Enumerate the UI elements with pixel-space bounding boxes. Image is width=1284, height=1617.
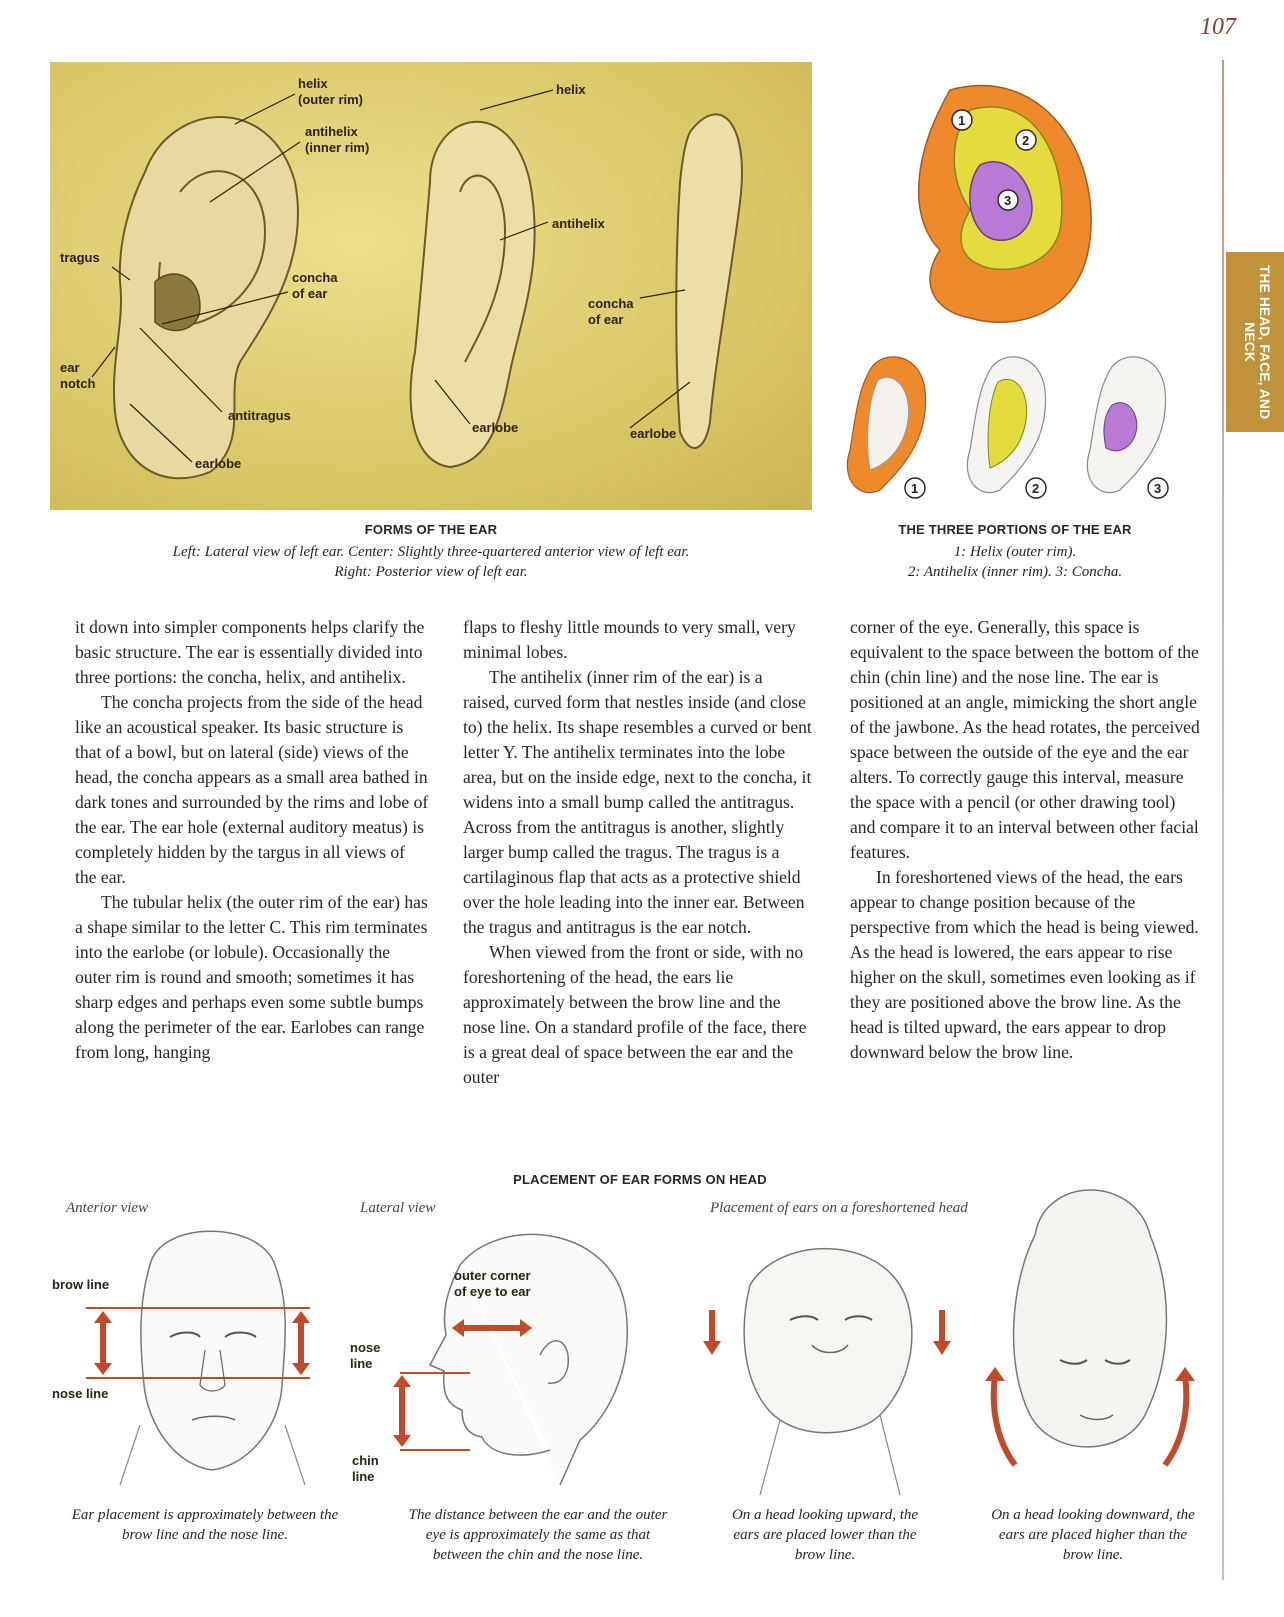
section-tab: THE HEAD, FACE, AND NECK xyxy=(1226,252,1284,432)
text-column-1: it down into simpler components helps cl… xyxy=(75,615,430,1065)
downward-head-drawing xyxy=(985,1189,1195,1467)
ear-forms-illustration: helix (outer rim) antihelix (inner rim) … xyxy=(50,62,812,510)
large-ear-badge-1 xyxy=(951,109,973,131)
label-brow-line: brow line xyxy=(52,1277,110,1292)
small-ear-badge-3 xyxy=(1147,477,1169,499)
label-tragus: tragus xyxy=(60,250,100,265)
col2-paragraph-3: When viewed from the front or side, with… xyxy=(463,942,807,1087)
label-nose-line: nose line xyxy=(52,1386,109,1401)
col3-paragraph-1: corner of the eye. Generally, this space… xyxy=(850,617,1200,862)
large-ear-badge-2 xyxy=(1015,129,1037,151)
large-ear-number-1: 1 xyxy=(958,113,965,128)
label-helix-center: helix xyxy=(556,82,586,97)
margin-rule xyxy=(1222,60,1224,1580)
label-outer-corner: outer corner of eye to ear xyxy=(454,1268,531,1299)
label-antitragus: antitragus xyxy=(228,408,291,423)
small-ear-1 xyxy=(846,356,927,494)
text-column-3: corner of the eye. Generally, this space… xyxy=(850,615,1202,1065)
label-earlobe-center: earlobe xyxy=(472,420,519,435)
label-concha-left: concha of ear xyxy=(292,270,338,301)
right-ear-outline xyxy=(675,113,743,449)
portions-figure-caption-1: 1: Helix (outer rim). xyxy=(953,544,1077,560)
text-column-2: flaps to fleshy little mounds to very sm… xyxy=(463,615,813,1090)
small-ear-badge-1 xyxy=(904,477,926,499)
large-ear-badge-3 xyxy=(997,189,1019,211)
label-antihelix-center: antihelix xyxy=(552,216,605,231)
portions-figure-title: THE THREE PORTIONS OF THE EAR xyxy=(898,522,1132,537)
anterior-head-drawing xyxy=(86,1230,310,1486)
col3-paragraph-2: In foreshortened views of the head, the … xyxy=(850,867,1199,1062)
anterior-head-outline xyxy=(140,1230,286,1471)
large-ear-number-3: 3 xyxy=(1004,193,1011,208)
caption-lateral: The distance between the ear and the out… xyxy=(408,1507,668,1563)
small-ear-number-3: 3 xyxy=(1154,481,1161,496)
placement-figure-title: PLACEMENT OF EAR FORMS ON HEAD xyxy=(513,1172,767,1187)
upward-head-outline xyxy=(743,1247,913,1434)
small-ear-2 xyxy=(966,356,1047,494)
lateral-head-drawing xyxy=(393,1233,628,1486)
center-ear-inner xyxy=(459,174,507,363)
small-ear-3 xyxy=(1086,356,1167,494)
label-earlobe-left: earlobe xyxy=(195,456,242,471)
label-helix-outer-rim: helix (outer rim) xyxy=(298,76,363,107)
lateral-arrows xyxy=(393,1319,532,1447)
col1-paragraph-1: it down into simpler components helps cl… xyxy=(75,617,425,687)
center-ear-outline xyxy=(409,121,536,469)
downward-head-outline xyxy=(1012,1189,1168,1448)
forms-figure-caption-2: Right: Posterior view of left ear. xyxy=(334,564,528,580)
col2-paragraph-2: The antihelix (inner rim of the ear) is … xyxy=(463,667,812,937)
foreshortened-label: Placement of ears on a foreshortened hea… xyxy=(710,1200,968,1216)
ear-forms-drawing xyxy=(91,89,743,480)
caption-anterior: Ear placement is approximately between t… xyxy=(71,1507,339,1543)
left-ear-outline xyxy=(112,116,299,480)
upward-head-drawing xyxy=(703,1247,951,1496)
label-ear-notch: ear notch xyxy=(60,360,96,391)
upward-arrows xyxy=(703,1310,951,1355)
caption-upward: On a head looking upward, the ears are p… xyxy=(731,1507,919,1563)
small-ear-number-2: 2 xyxy=(1032,481,1039,496)
forms-figure-title: FORMS OF THE EAR xyxy=(364,522,498,537)
forms-figure-caption-1: Left: Lateral view of left ear. Center: … xyxy=(172,544,690,560)
small-ear-number-1: 1 xyxy=(911,481,918,496)
col1-paragraph-2: The concha projects from the side of the… xyxy=(75,692,429,887)
left-ear-concha xyxy=(154,273,201,332)
small-ear-badge-2 xyxy=(1025,477,1047,499)
col2-paragraph-1: flaps to fleshy little mounds to very sm… xyxy=(463,617,796,662)
anterior-view-label: Anterior view xyxy=(66,1200,149,1216)
large-ear-number-2: 2 xyxy=(1022,133,1029,148)
label-earlobe-right: earlobe xyxy=(630,426,677,441)
downward-arrows xyxy=(985,1367,1195,1467)
caption-downward: On a head looking downward, the ears are… xyxy=(991,1507,1195,1563)
col1-paragraph-3: The tubular helix (the outer rim of the … xyxy=(75,892,428,1062)
lateral-head-outline xyxy=(428,1233,628,1486)
three-portions-illustration: 1 2 3 1 2 3 xyxy=(846,84,1169,499)
label-chin-line: chin line xyxy=(352,1453,379,1484)
anterior-arrows xyxy=(94,1311,310,1375)
lateral-view-label: Lateral view xyxy=(360,1200,436,1216)
label-antihelix-inner-rim: antihelix (inner rim) xyxy=(305,124,370,155)
page-number: 107 xyxy=(1200,14,1236,40)
label-nose-line-center: nose line xyxy=(350,1340,381,1371)
section-tab-label: THE HEAD, FACE, AND NECK xyxy=(1242,264,1273,420)
portions-figure-caption-2: 2: Antihelix (inner rim). 3: Concha. xyxy=(907,564,1123,580)
label-concha-right: concha of ear xyxy=(588,296,634,327)
